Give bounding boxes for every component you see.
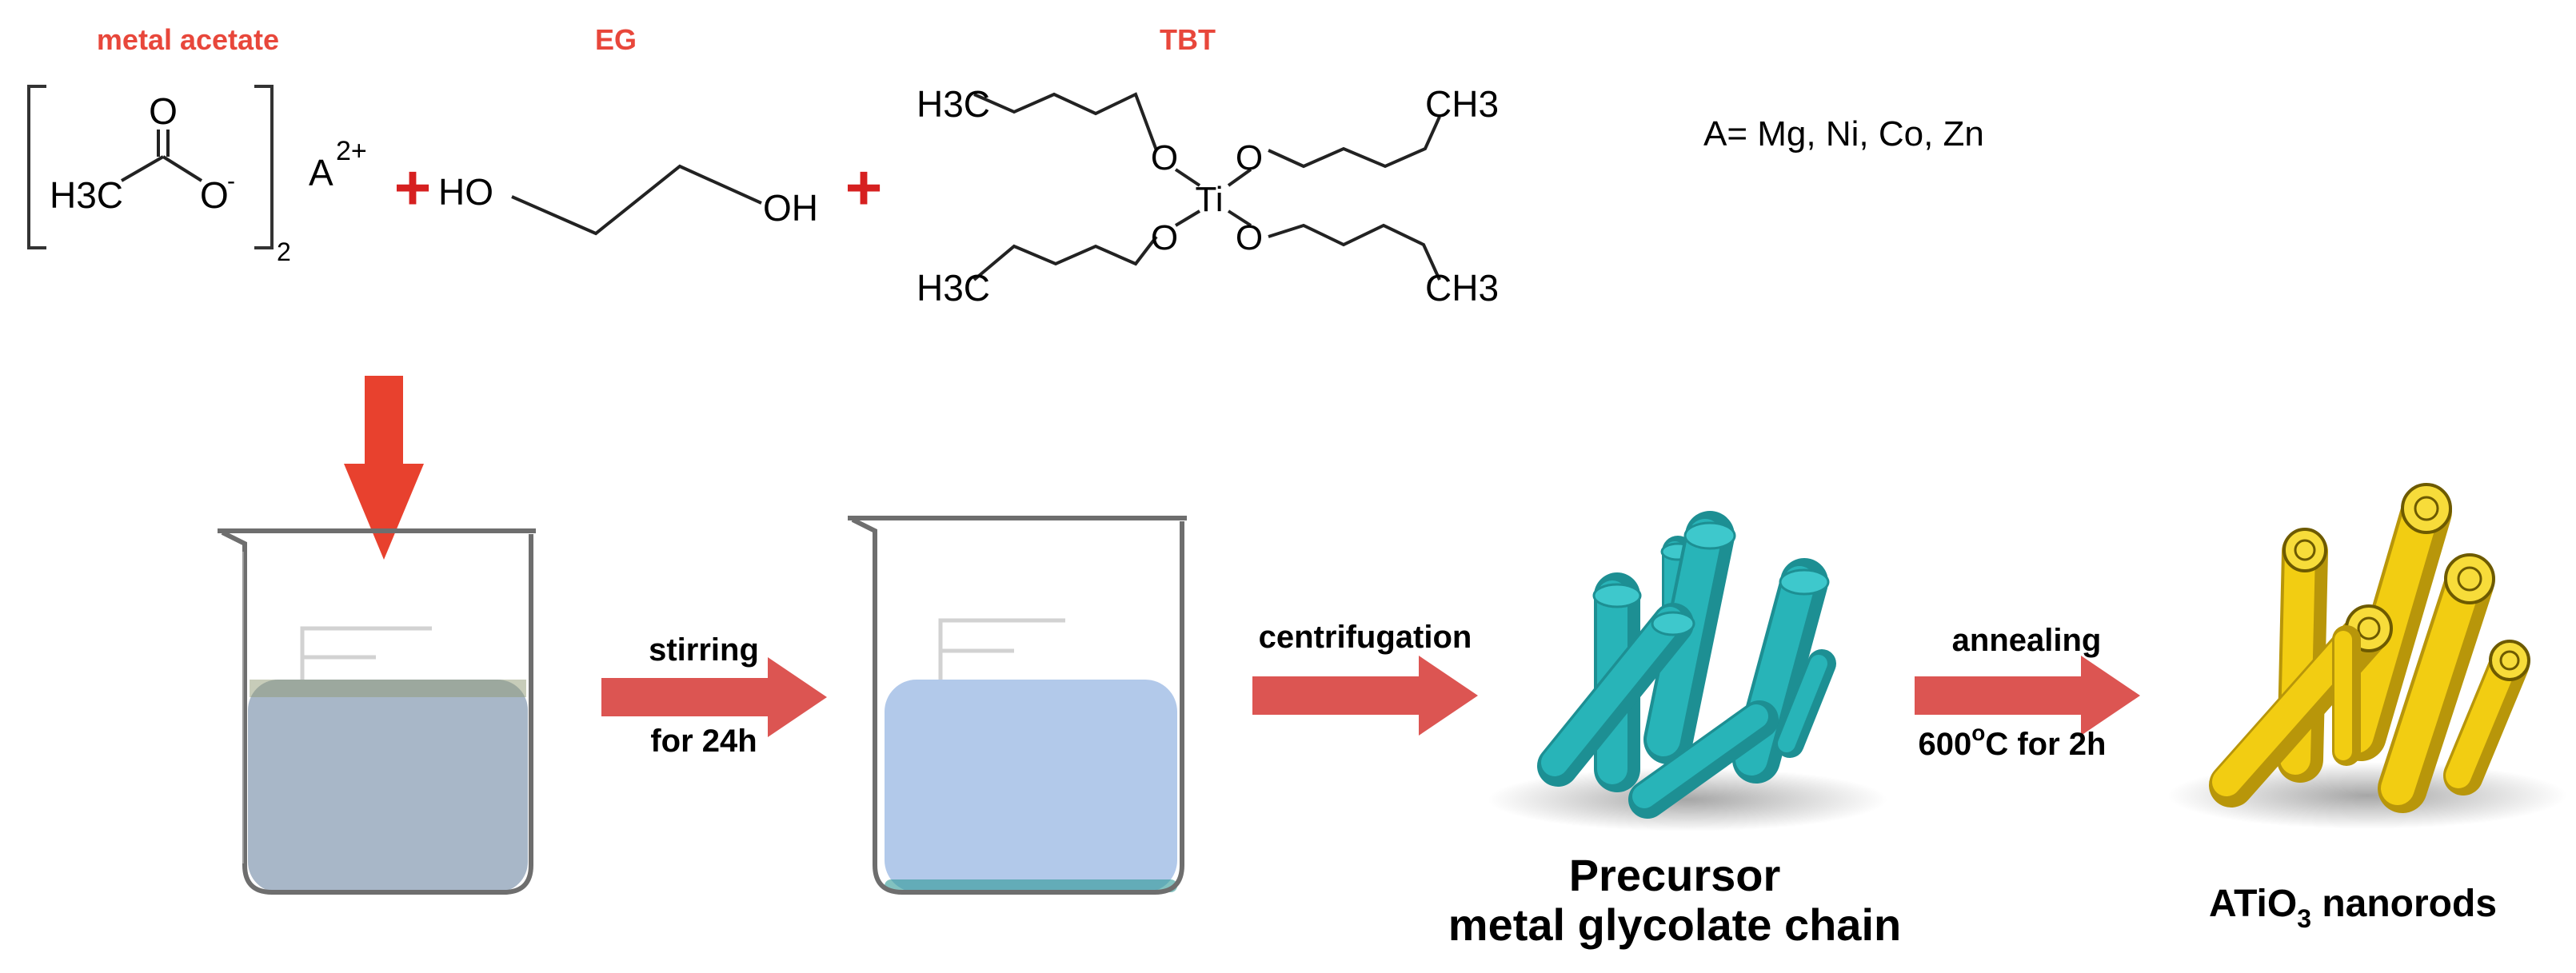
tbt-title: TBT: [1160, 23, 1216, 56]
cation-charge: 2+: [336, 136, 367, 166]
plus-sign-1: +: [394, 152, 432, 223]
tbt-methyl-lower-left: H3C: [917, 267, 990, 309]
tbt-structure: H3C CH3 H3C CH3 O O O O Ti: [917, 83, 1499, 309]
tbt-oxygen-3: O: [1151, 218, 1178, 257]
yellow-rod: [2378, 553, 2495, 813]
tbt-oxygen-4: O: [1236, 218, 1263, 257]
teal-rod: [1628, 700, 1779, 819]
nanorods-suffix: nanorods: [2311, 883, 2497, 925]
annealing-label: annealing: [1952, 623, 2102, 658]
tbt-methyl-upper-left: H3C: [917, 83, 990, 125]
annealing-arrow: [1915, 656, 2140, 736]
metal-definition: A= Mg, Ni, Co, Zn: [1703, 114, 1984, 154]
annealing-conditions: 600oC for 2h: [1919, 720, 2107, 762]
tbt-oxygen-2: O: [1236, 138, 1263, 177]
carbonyl-oxygen: O: [149, 90, 178, 132]
tbt-methyl-lower-right: CH3: [1425, 267, 1499, 309]
titanium-center: Ti: [1195, 180, 1223, 219]
ethylene-glycol-structure: HO OH: [438, 164, 818, 236]
eg-hydroxyl-right: OH: [763, 187, 818, 229]
nanorods-label: ATiO3 nanorods: [2209, 883, 2497, 933]
teal-rod: [1775, 649, 1836, 758]
cation-symbol: A: [309, 152, 333, 193]
yellow-rod: [2332, 625, 2361, 766]
beaker-2-liquid: [885, 680, 1177, 892]
degree-symbol: o: [1971, 720, 1985, 745]
stoichiometry-subscript: 2: [277, 237, 291, 266]
annealing-time: C for 2h: [1985, 727, 2106, 762]
precursor-rods: [1488, 511, 1887, 831]
tbt-oxygen-1: O: [1151, 138, 1178, 177]
nanorods-formula-subscript: 3: [2297, 904, 2311, 933]
stirring-arrow: [601, 657, 827, 737]
beaker-initial-mixture: [218, 528, 536, 895]
eg-title: EG: [595, 23, 637, 56]
centrifugation-arrow: [1252, 656, 1478, 736]
eg-hydroxyl-left: HO: [438, 171, 493, 213]
metal-acetate-title: metal acetate: [97, 23, 279, 56]
annealing-temperature: 600: [1919, 727, 1972, 762]
addition-arrow: [344, 376, 424, 560]
carboxylate-oxygen: O: [200, 174, 229, 216]
teal-rod: [1537, 603, 1695, 787]
yellow-rod: [2443, 640, 2530, 796]
methyl-group: H3C: [50, 174, 123, 216]
centrifugation-label: centrifugation: [1259, 620, 1472, 655]
beaker-stirred-solution: [848, 516, 1187, 895]
beaker-1-liquid: [248, 680, 528, 892]
stirring-label: stirring: [649, 632, 759, 668]
plus-sign-2: +: [845, 152, 883, 223]
metal-acetate-structure: O H3C O - 2 A 2+: [27, 85, 367, 266]
tbt-methyl-upper-right: CH3: [1425, 83, 1499, 125]
precursor-description: metal glycolate chain: [1448, 899, 1901, 950]
atio3-nanorods: [2167, 483, 2567, 829]
nanorods-formula: ATiO: [2209, 883, 2297, 925]
negative-charge: -: [227, 168, 235, 194]
precursor-label: Precursor: [1569, 850, 1781, 900]
stirring-duration: for 24h: [650, 724, 757, 759]
